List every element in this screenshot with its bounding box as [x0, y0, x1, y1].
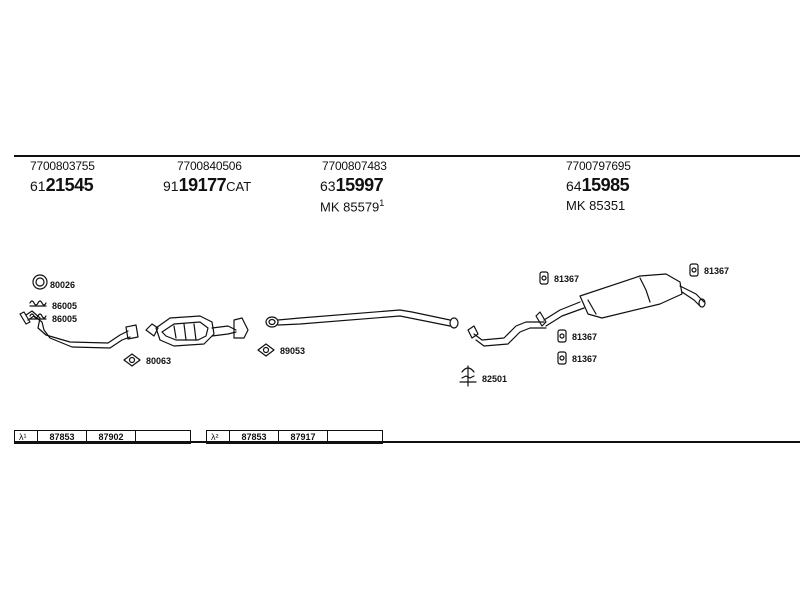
oem-number: 7700807483	[322, 159, 387, 173]
part-number-main: 19177	[178, 175, 227, 195]
rear-silencer-icon	[579, 273, 706, 319]
part-number-main: 21545	[45, 175, 94, 195]
mounting-kit-prefix: MK	[320, 199, 340, 215]
ref-cell: 87902	[86, 430, 136, 444]
oem-number: 7700803755	[30, 159, 95, 173]
callout-spring-1: 86005	[52, 301, 77, 311]
callout-rubber-mount-2: 81367	[704, 266, 729, 276]
mounting-kit: MK 855791	[320, 198, 387, 215]
part-number: 6121545	[30, 176, 95, 195]
oem-number: 7700797695	[566, 159, 631, 173]
lambda-ref-table-1: λ¹ 87853 87902	[14, 430, 191, 444]
part-number-prefix: 91	[163, 178, 179, 194]
ref-cell: 87853	[229, 430, 279, 444]
mounting-kit: MK 85351	[566, 199, 631, 212]
ref-cell: 87917	[278, 430, 328, 444]
callout-rubber-mount-4: 81367	[572, 354, 597, 364]
clamp-icon	[459, 365, 477, 387]
part-header-rear-silencer: 7700797695 6415985 MK 85351	[566, 160, 631, 212]
ref-cell: 87853	[37, 430, 87, 444]
oem-number: 7700840506	[177, 159, 242, 173]
part-number: 9119177CAT	[163, 176, 251, 195]
front-pipe-icon	[19, 310, 139, 349]
rear-pipe-icon	[467, 301, 585, 347]
ref-cell	[327, 430, 383, 444]
rubber-mount-icon	[557, 329, 567, 343]
part-number: 6415985	[566, 176, 631, 195]
callout-gasket-middle: 89053	[280, 346, 305, 356]
part-number-main: 15997	[335, 175, 384, 195]
gasket-icon	[123, 353, 141, 367]
middle-pipe-icon	[265, 309, 459, 329]
callout-gasket-ring: 80026	[50, 280, 75, 290]
part-number-suffix: CAT	[226, 179, 252, 194]
mounting-kit-number: 85351	[589, 198, 626, 213]
part-number-prefix: 64	[566, 178, 582, 194]
mounting-kit-number: 85579	[343, 199, 380, 215]
part-number: 6315997	[320, 176, 387, 195]
part-header-catalyst: 7700840506 9119177CAT	[163, 160, 251, 195]
part-number-main: 15985	[581, 175, 630, 195]
rubber-mount-icon	[539, 271, 549, 285]
mounting-kit-note: 1	[379, 198, 385, 208]
callout-gasket-front: 80063	[146, 356, 171, 366]
ref-cell	[135, 430, 191, 444]
rubber-mount-icon	[557, 351, 567, 365]
gasket-ring-icon	[32, 274, 48, 290]
catalytic-converter-icon	[145, 315, 249, 347]
callout-clamp: 82501	[482, 374, 507, 384]
part-number-prefix: 63	[320, 178, 336, 194]
callout-rubber-mount-1: 81367	[554, 274, 579, 284]
callout-rubber-mount-3: 81367	[572, 332, 597, 342]
mounting-kit-prefix: MK	[566, 198, 586, 213]
lambda-ref-table-2: λ² 87853 87917	[206, 430, 383, 444]
rubber-mount-icon	[689, 263, 699, 277]
lambda-sensor-label: λ¹	[14, 430, 38, 444]
gasket-icon	[257, 343, 275, 357]
bottom-divider-line	[14, 441, 800, 443]
callout-spring-2: 86005	[52, 314, 77, 324]
part-header-front-pipe: 7700803755 6121545	[30, 160, 95, 195]
lambda-sensor-label: λ²	[206, 430, 230, 444]
part-header-middle-pipe: 7700807483 6315997 MK 855791	[320, 160, 387, 213]
spring-icon	[29, 300, 47, 307]
part-number-prefix: 61	[30, 178, 46, 194]
top-divider-line	[14, 155, 800, 157]
